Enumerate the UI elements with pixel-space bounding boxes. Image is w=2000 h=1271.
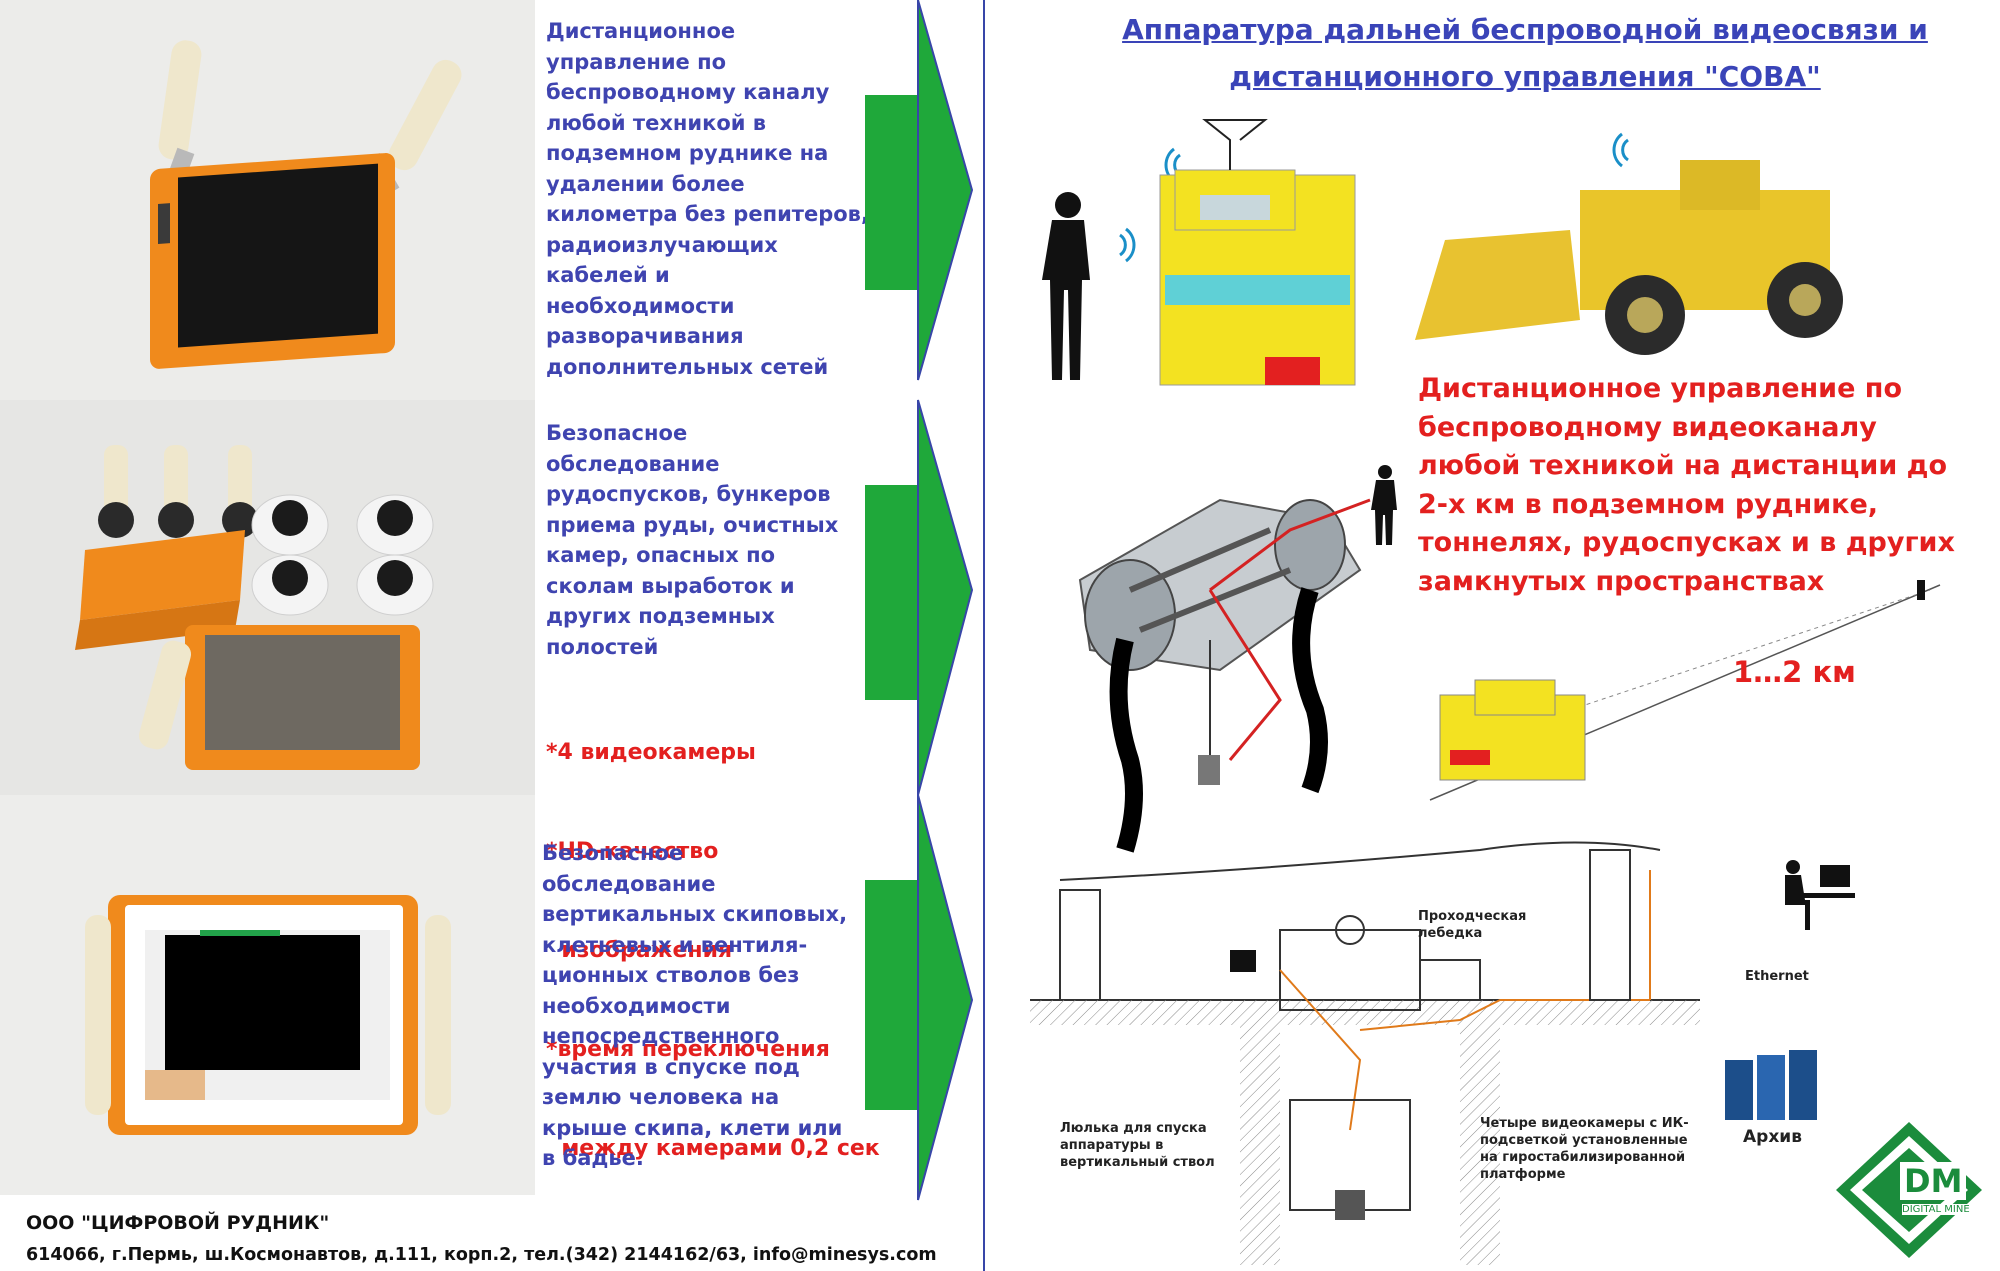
- label-line: аппаратуры в: [1060, 1138, 1164, 1153]
- illustration-loader: [1415, 132, 1843, 355]
- feature-line: беспроводному каналу: [546, 80, 830, 104]
- feature-line: кабелей и: [546, 263, 670, 287]
- logo-text: DM: [1900, 1162, 1967, 1200]
- logo: DM DIGITAL MINE: [1832, 1118, 1987, 1263]
- feature-line: Безопасное: [542, 841, 684, 865]
- wifi-icon: [1612, 132, 1629, 168]
- company-address: 614066, г.Пермь, ш.Космонавтов, д.111, к…: [26, 1245, 937, 1265]
- logo-subtext: DIGITAL MINE: [1902, 1204, 1970, 1215]
- title-line-1: Аппаратура дальней беспроводной видеосвя…: [1122, 13, 1928, 46]
- distance-label: 1…2 км: [1733, 655, 1856, 689]
- feature-line: необходимости: [546, 293, 735, 318]
- feature-line: сколам выработок и: [546, 573, 795, 598]
- feature-line: клетьевых и вентиля-: [542, 932, 808, 957]
- arrow-right-icon: [865, 0, 974, 381]
- label-line: подсветкой установленные: [1480, 1133, 1688, 1148]
- feature-line: километра без репитеров,: [546, 202, 869, 226]
- feature-line: ционных стволов без: [542, 963, 800, 987]
- label-line: платформе: [1480, 1167, 1566, 1182]
- remote-line: беспроводному видеоканалу: [1418, 411, 1877, 443]
- winch-label: Проходческая лебедка: [1418, 908, 1526, 942]
- illustration-operator-locomotive: [1042, 119, 1356, 386]
- feature-line: Дистанционное: [546, 19, 736, 43]
- divider-line: [983, 0, 985, 1271]
- remote-line: тоннелях, рудоспусках и в других: [1418, 527, 1955, 558]
- feature-text-1: Дистанционное управление по беспроводном…: [546, 16, 876, 382]
- feature-line: непосредственного: [542, 1024, 780, 1048]
- remote-line: замкнутых пространствах: [1418, 565, 1825, 597]
- feature-line: любой техникой в: [546, 110, 767, 135]
- cradle-label: Люлька для спуска аппаратуры в вертикаль…: [1060, 1120, 1215, 1171]
- label-line: вертикальный ствол: [1060, 1155, 1215, 1170]
- label-line: Люлька для спуска: [1060, 1121, 1207, 1136]
- operator-icon: [1042, 192, 1090, 380]
- feature-text-3: Безопасное обследование вертикальных ски…: [542, 838, 872, 1174]
- transmitter-icon: [1230, 950, 1256, 972]
- photo-tablet-antennas: [0, 0, 535, 400]
- spec-line: между камерами 0,2 сек: [546, 1136, 880, 1161]
- photo-tablet-screen: [0, 795, 535, 1195]
- feature-text-2: Безопасное обследование рудоспусков, бун…: [546, 418, 876, 662]
- label-line: на гиростабилизированной: [1480, 1150, 1686, 1165]
- feature-line: участия в спуске под: [542, 1054, 800, 1079]
- label-line: Четыре видеокамеры с ИК-: [1480, 1116, 1689, 1131]
- spec-line: изображения: [546, 938, 733, 963]
- feature-line: других подземных: [546, 604, 775, 628]
- archive-label: Архив: [1743, 1127, 1802, 1147]
- feature-line: обследование: [542, 871, 716, 896]
- feature-line: обследование: [546, 451, 720, 476]
- feature-line: камер, опасных по: [546, 543, 776, 567]
- feature-line: Безопасное: [546, 421, 688, 445]
- arrow-right-icon: [865, 794, 974, 1201]
- shaft-diagram: [1030, 841, 1700, 1265]
- company-name: ООО "ЦИФРОВОЙ РУДНИК": [26, 1212, 330, 1234]
- label-line: лебедка: [1418, 926, 1483, 941]
- cameras-label: Четыре видеокамеры с ИК- подсветкой уста…: [1480, 1115, 1689, 1183]
- remote-line: любой техникой на дистанции до: [1418, 450, 1948, 481]
- spec-line: *HD-качество: [546, 839, 719, 864]
- feature-line: необходимости: [542, 993, 731, 1018]
- feature-line: рудоспусков, бункеров: [546, 482, 831, 506]
- feature-line: приема руды, очистных: [546, 512, 839, 537]
- page-title: Аппаратура дальней беспроводной видеосвя…: [1075, 6, 1975, 100]
- arrow-right-icon: [865, 399, 974, 796]
- spec-line: *время переключения: [546, 1037, 830, 1062]
- feature-line: подземном руднике на: [546, 141, 829, 165]
- green-arrows: [865, 0, 974, 1201]
- feature-line: дополнительных сетей: [546, 354, 829, 379]
- label-line: Проходческая: [1418, 909, 1527, 924]
- spec-line: *4 видеокамеры: [546, 740, 756, 765]
- photo-camera-kit: [0, 400, 535, 795]
- feature-line: полостей: [546, 634, 659, 659]
- feature-line: вертикальных скиповых,: [542, 902, 848, 926]
- ethernet-label: Ethernet: [1745, 969, 1809, 984]
- illustration-desk-operator: [1785, 860, 1855, 930]
- remote-control-text: Дистанционное управление по беспроводном…: [1418, 370, 1978, 601]
- title-line-2: дистанционного управления "СОВА": [1229, 60, 1821, 93]
- operator-icon: [1371, 465, 1397, 545]
- server-icon: [1725, 1050, 1817, 1120]
- feature-specs: *4 видеокамеры *HD-качество изображения …: [546, 670, 896, 1198]
- feature-line: разворачивания: [546, 324, 744, 348]
- feature-line: в бадье.: [542, 1146, 644, 1170]
- illustration-orepass: [1078, 465, 1397, 853]
- feature-line: удалении более: [546, 171, 745, 196]
- remote-line: 2-х км в подземном руднике,: [1418, 488, 1879, 520]
- feature-line: землю человека на: [542, 1085, 780, 1109]
- remote-line: Дистанционное управление по: [1418, 373, 1903, 404]
- feature-line: крыше скипа, клети или: [542, 1115, 843, 1140]
- illustration-distance: [1429, 580, 1941, 801]
- feature-line: радиоизлучающих: [546, 232, 778, 257]
- feature-line: управление по: [546, 49, 727, 74]
- operator-icon: [1917, 580, 1925, 600]
